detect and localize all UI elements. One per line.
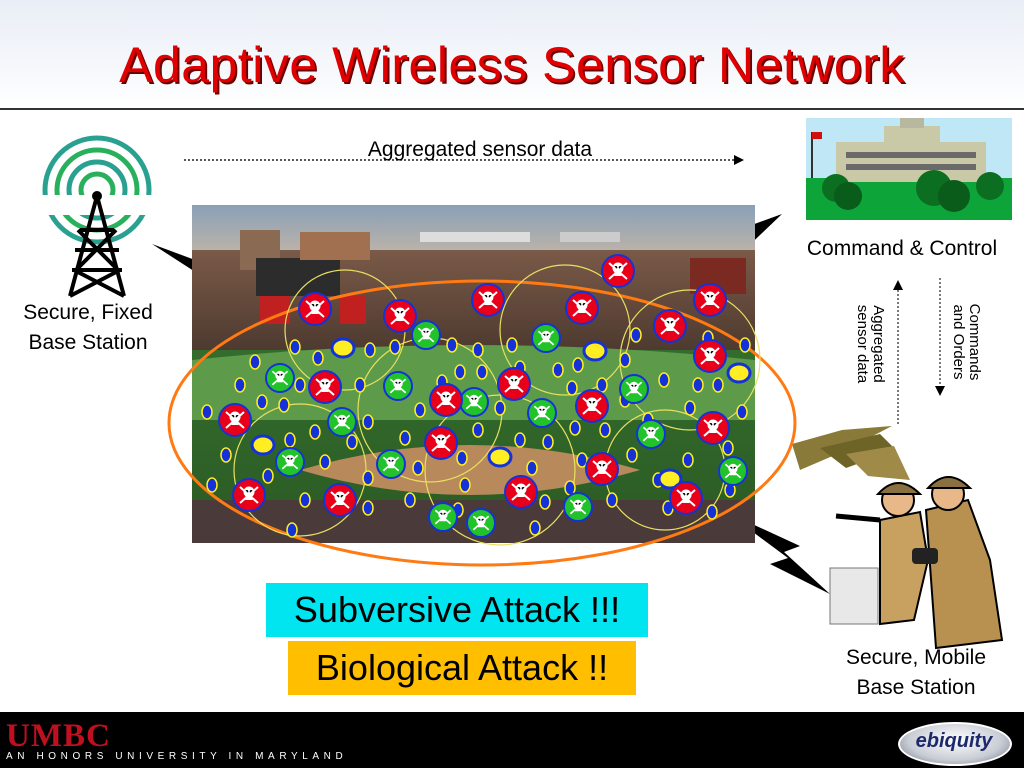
government-building-icon — [806, 118, 1012, 220]
slide-header — [0, 0, 1024, 108]
slide-title: Adaptive Wireless Sensor Network — [119, 37, 905, 93]
umbc-logo: UMBC — [6, 718, 111, 754]
compromised-nodes — [218, 254, 730, 517]
commands-line1: Commands — [966, 303, 983, 381]
commands-line2: and Orders — [950, 304, 967, 380]
side-aggregated-line1: Aggregated — [870, 305, 887, 383]
footer-bar — [0, 712, 1024, 768]
fixed-station-line2: Base Station — [28, 331, 148, 354]
network-boundary — [167, 279, 797, 567]
mobile-station-line1: Secure, Mobile — [845, 646, 987, 669]
soldiers-icon — [829, 476, 1004, 650]
side-aggregated-line2: sensor data — [854, 304, 871, 384]
network-diagram — [30, 118, 1012, 650]
mobile-station-line2: Base Station — [856, 676, 976, 699]
umbc-tagline: AN HONORS UNIVERSITY IN MARYLAND — [6, 751, 348, 762]
subversive-attack-callout: Subversive Attack !!! — [266, 583, 648, 637]
fixed-station-line1: Secure, Fixed — [23, 301, 153, 324]
fixed-station-label: Secure, Fixed Base Station — [2, 298, 174, 358]
fighter-jet-icon — [792, 426, 910, 480]
command-control-label: Command & Control — [806, 237, 998, 260]
mobile-station-label: Secure, Mobile Base Station — [808, 643, 1024, 703]
commands-label: Commands and Orders — [950, 282, 983, 402]
ebiquity-logo-text: ebiquity — [915, 730, 993, 752]
lightning-bolt-icon — [726, 512, 830, 594]
biological-attack-callout: Biological Attack !! — [288, 641, 636, 695]
biological-nodes — [265, 320, 748, 538]
sensor-nodes — [201, 327, 751, 538]
header-divider — [0, 108, 1024, 110]
cluster-head-nodes — [250, 337, 752, 490]
aggregated-data-label: Aggregated sensor data — [367, 138, 593, 161]
radio-tower-icon — [30, 135, 164, 298]
ebiquity-logo — [898, 722, 1012, 766]
side-aggregated-label: Aggregated sensor data — [854, 284, 887, 404]
